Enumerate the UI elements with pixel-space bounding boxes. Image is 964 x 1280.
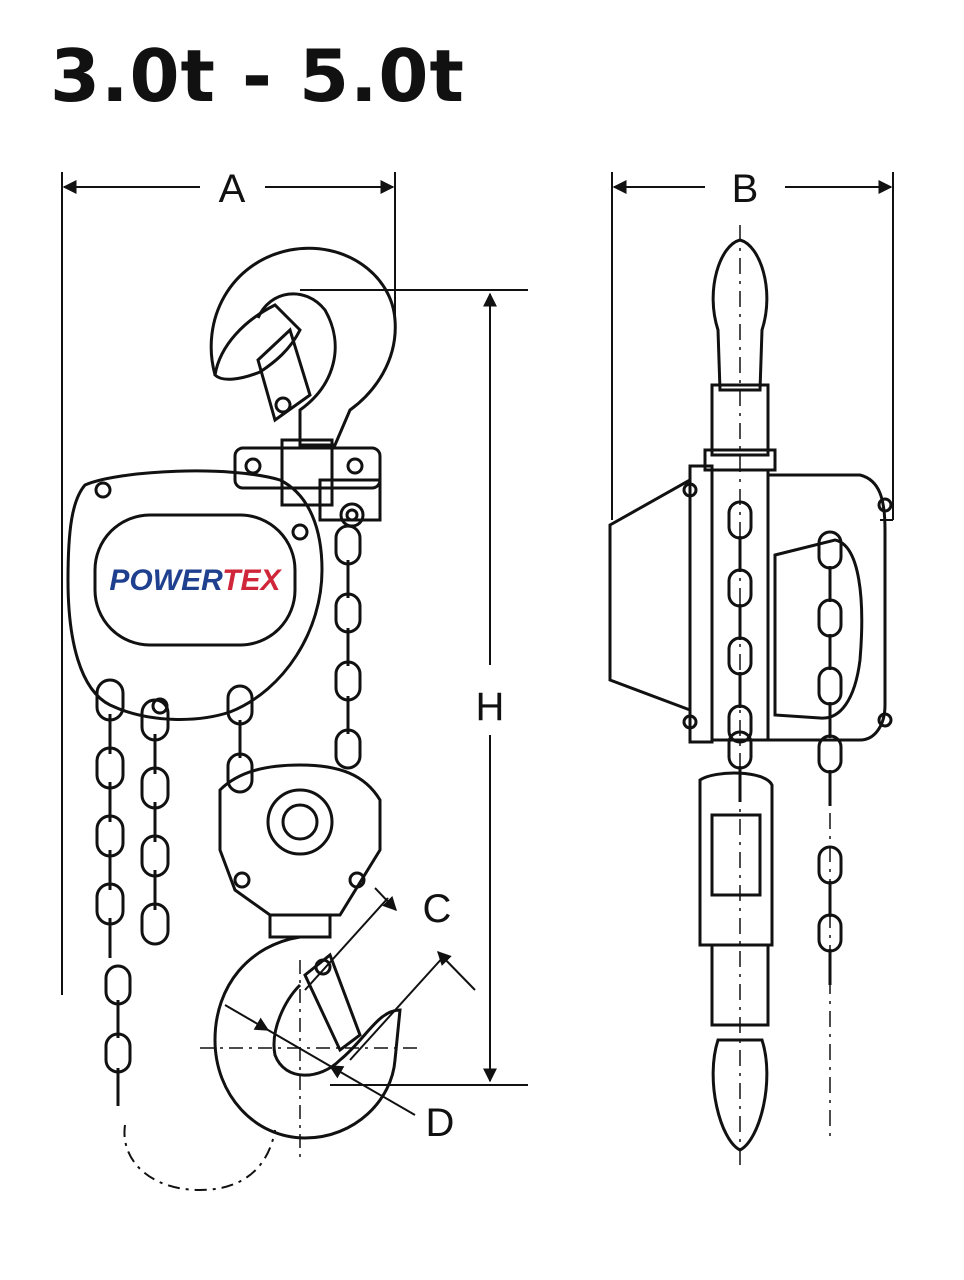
svg-text:POWERTEX: POWERTEX [109,564,282,597]
chain-link [226,752,254,794]
side-view [608,225,893,1170]
brand-logo-tex: TEX [222,564,282,597]
brand-logo-power: POWER [109,564,223,597]
chain-link [727,704,753,744]
dimension-label-c: C [423,887,452,931]
dimension-label-d: D [426,1101,455,1145]
side-bottom-block [698,771,774,1152]
chain-link [334,660,362,702]
bottom-block [218,763,382,939]
dimension-a: A [61,167,396,995]
dimension-label-h: H [476,685,505,729]
bottom-hook [200,935,420,1160]
hoist-body: POWERTEX [66,469,324,721]
chain-link [334,524,362,566]
front-chains [95,524,362,1106]
dimension-c: C [304,887,476,1061]
top-bracket [233,438,382,528]
dimension-label-b: B [732,167,759,211]
chain-link [104,964,132,1006]
chain-link [140,902,170,946]
dimension-b: B [611,167,894,521]
chain-link [817,598,843,638]
front-view: POWERTEX [66,246,420,1192]
top-hook [209,246,397,447]
side-top-hook [711,238,769,392]
page-title: 3.0t - 5.0t [50,34,465,118]
side-chains [727,500,843,985]
chain-link [817,530,843,570]
chain-link [334,728,362,770]
chain-link [817,666,843,706]
chain-link [226,684,254,726]
dimension-d: D [224,1004,455,1145]
dimension-label-a: A [219,167,246,211]
chain-link [104,1032,132,1074]
chain-link [334,592,362,634]
hand-chain-loop [123,1124,276,1192]
